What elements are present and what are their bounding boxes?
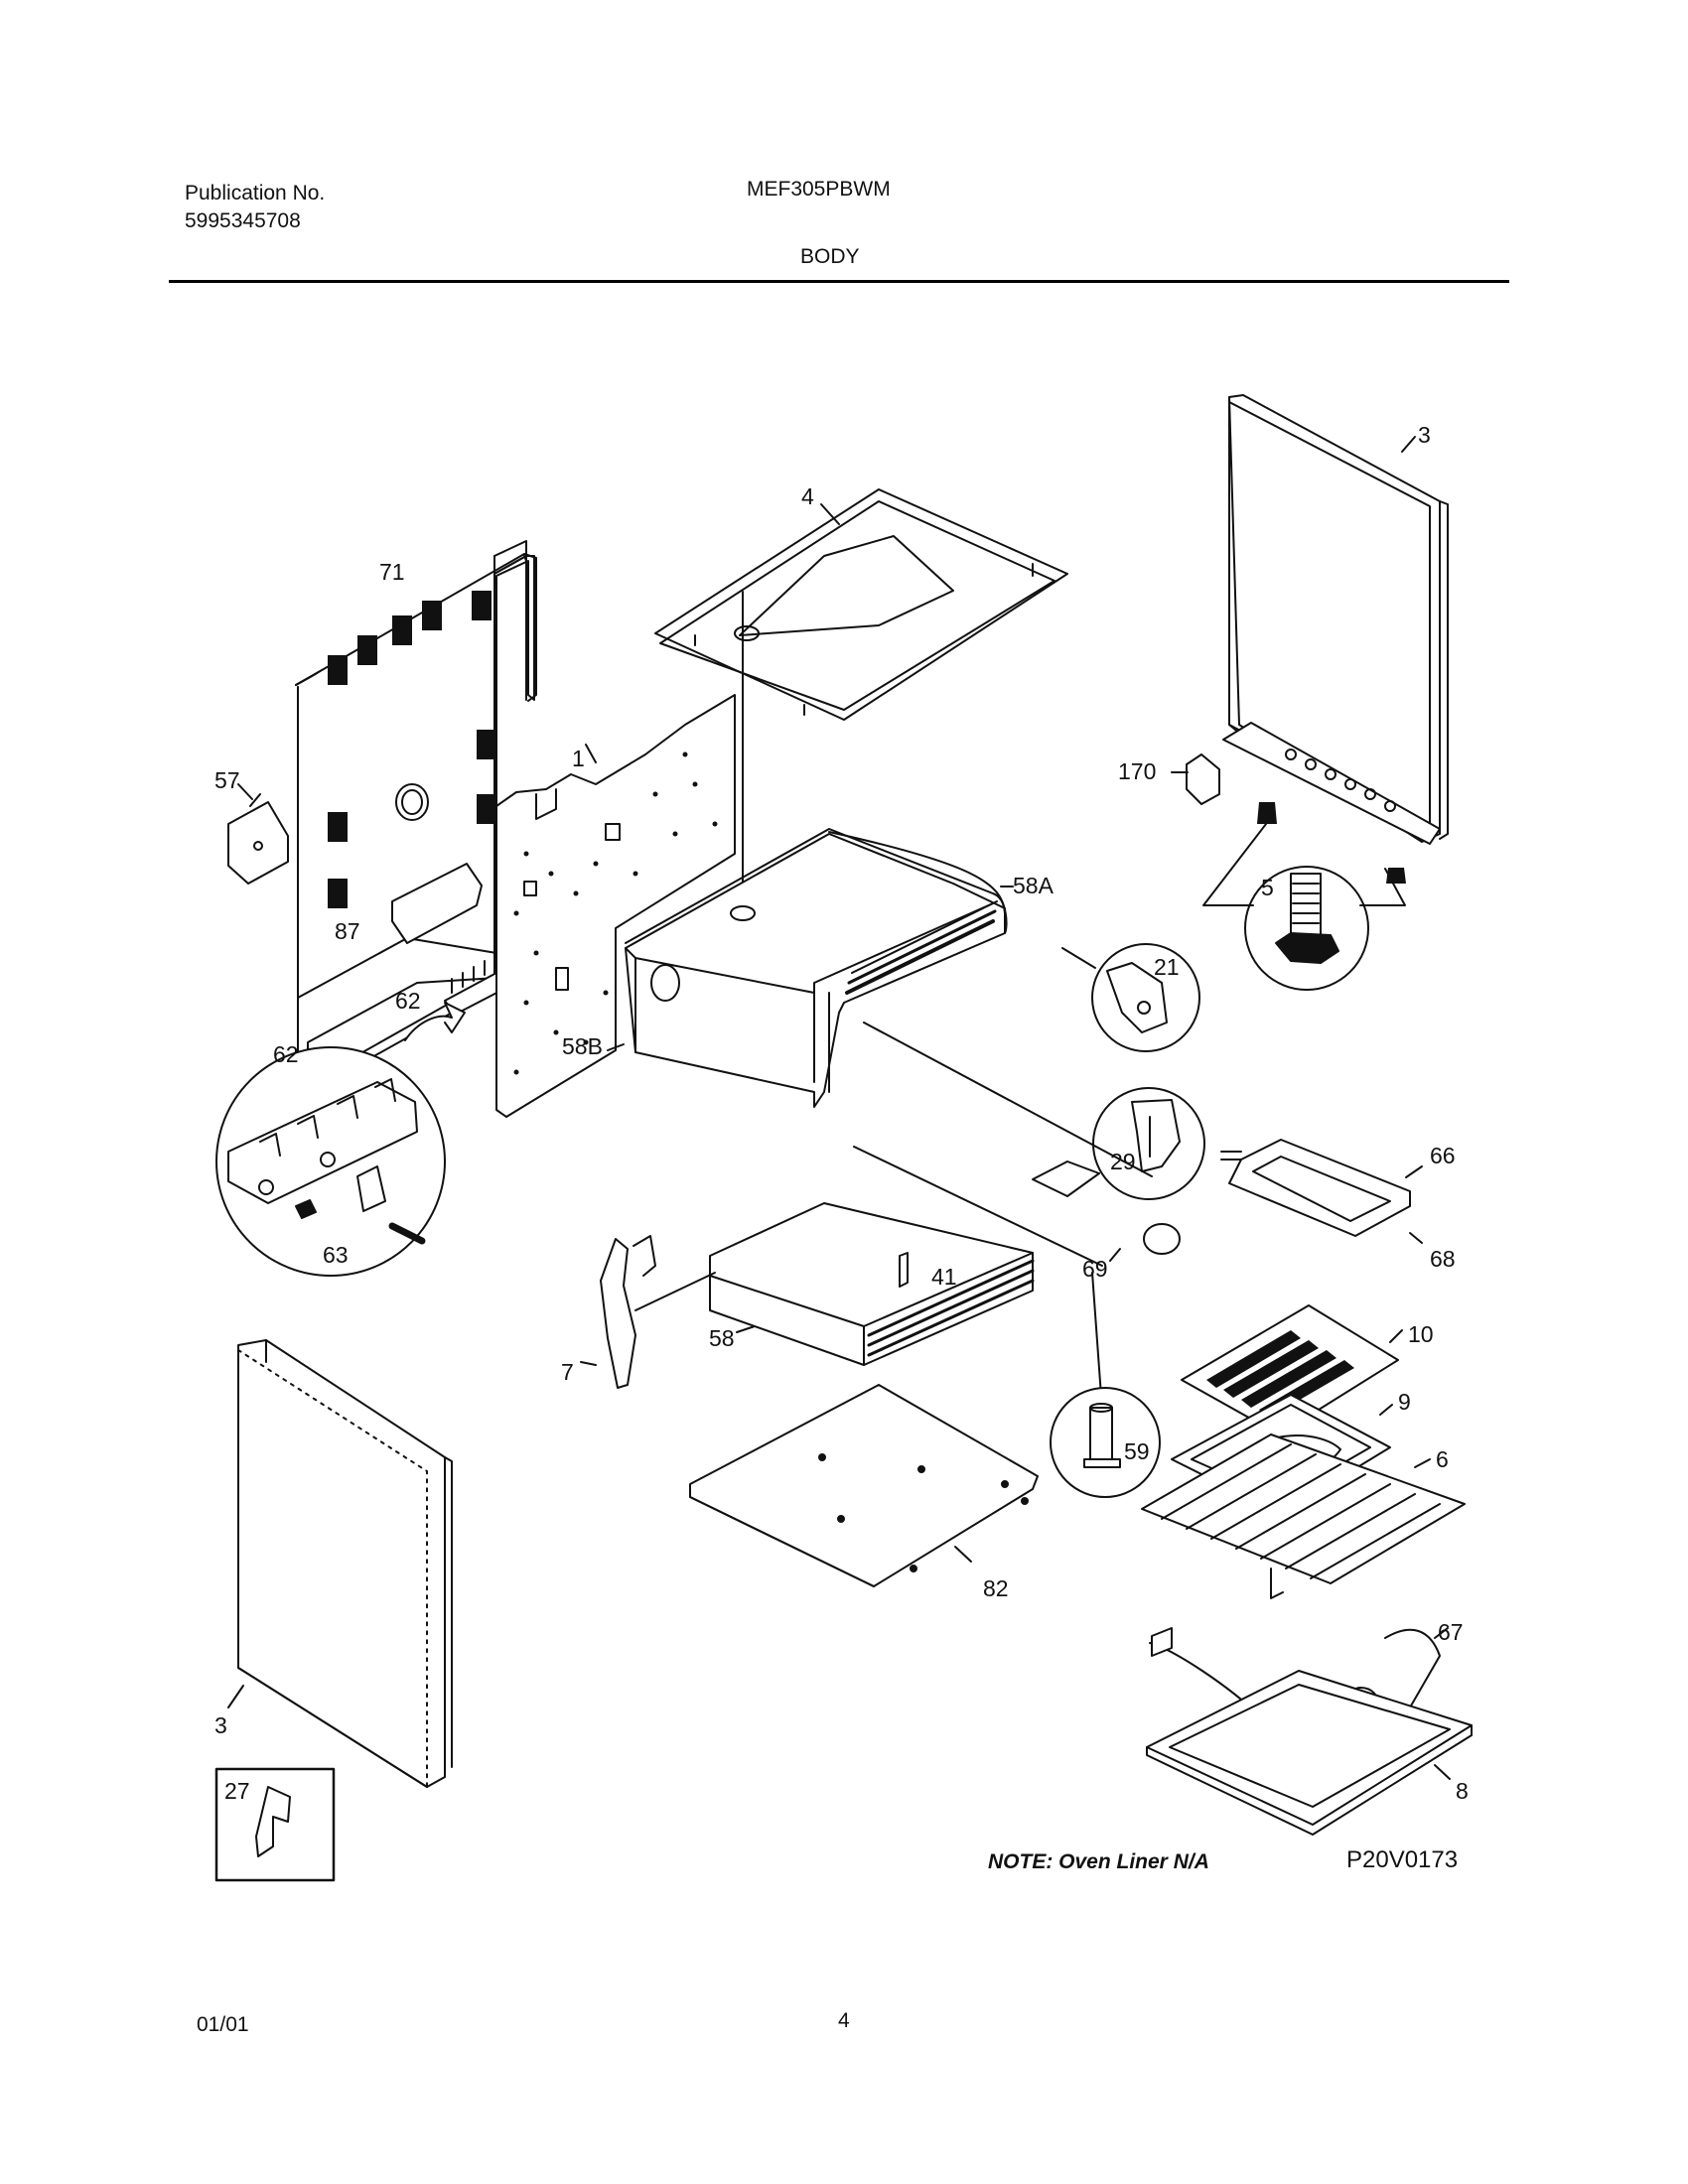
broiler-grid-10-part (1181, 1304, 1399, 1435)
footer-date: 01/01 (197, 2013, 249, 2036)
oven-insulation-58a-part (625, 828, 1008, 1108)
bracket-87-part (391, 863, 483, 944)
model-number: MEF305PBWM (747, 178, 891, 201)
oven-liner-note: NOTE: Oven Liner N/A (988, 1850, 1209, 1873)
hinge-7-part (600, 1235, 656, 1389)
side-panel-3-right-part (1222, 394, 1449, 845)
insulation-58-part (709, 1202, 1035, 1366)
top-panel-part (654, 488, 1068, 721)
detail-62-63-part (215, 1002, 466, 1277)
callout-87: 87 (335, 918, 360, 944)
bracket-41-part (899, 1252, 909, 1288)
callout-58: 58 (709, 1325, 735, 1351)
side-panel-3-left-part (237, 1339, 453, 1788)
side-panel-part (495, 694, 736, 1118)
callout-66: 66 (1430, 1143, 1456, 1168)
callout-71: 71 (379, 559, 405, 585)
bracket-57-part (227, 793, 289, 885)
section-title: BODY (800, 245, 860, 268)
detail-59-part (1050, 1387, 1161, 1498)
callout-41: 41 (931, 1264, 957, 1290)
callout-9: 9 (1398, 1389, 1411, 1415)
callout-21: 21 (1154, 954, 1180, 980)
callout-62-body: 62 (395, 988, 421, 1014)
detail-29-part (1032, 1087, 1205, 1200)
leveling-leg-5-part (1202, 823, 1406, 991)
detail-27-inset (214, 1767, 336, 1882)
callout-8: 8 (1456, 1778, 1469, 1804)
callout-5: 5 (1261, 875, 1274, 900)
leveler-feet (1257, 802, 1406, 884)
header-rule (169, 280, 1509, 283)
detail-21-part (1061, 943, 1200, 1052)
publication-number: 5995345708 (185, 209, 301, 232)
callout-1: 1 (572, 746, 585, 771)
broil-element-66-part (1220, 1139, 1411, 1237)
publication-label: Publication No. (185, 182, 326, 205)
bake-element-67-part (1149, 1627, 1441, 1727)
callout-170: 170 (1118, 758, 1156, 784)
callout-59: 59 (1124, 1438, 1150, 1464)
page-number: 4 (838, 2009, 850, 2032)
callout-4: 4 (801, 483, 814, 509)
callout-67: 67 (1438, 1619, 1464, 1645)
callout-7: 7 (561, 1359, 574, 1385)
back-panel-part (295, 540, 537, 1093)
callout-57: 57 (214, 767, 240, 793)
callout-3-left: 3 (214, 1712, 227, 1738)
callout-6: 6 (1436, 1446, 1449, 1472)
bracket-170-part (1171, 753, 1220, 805)
callout-68: 68 (1430, 1246, 1456, 1272)
callout-58a: 58A (1013, 873, 1055, 898)
callout-27: 27 (224, 1778, 250, 1804)
oven-bottom-8-part (1146, 1670, 1473, 1836)
oven-rack-6-part (1141, 1433, 1466, 1599)
bottom-panel-part (689, 1384, 1039, 1587)
light-69-part (1143, 1223, 1181, 1255)
callout-3-right: 3 (1418, 422, 1431, 448)
callout-58b: 58B (562, 1033, 603, 1059)
callout-82: 82 (983, 1575, 1009, 1601)
callout-63: 63 (323, 1242, 349, 1268)
figure-id: P20V0173 (1346, 1846, 1459, 1873)
callout-29: 29 (1110, 1149, 1136, 1174)
callout-62-detail: 62 (273, 1041, 299, 1067)
callout-10: 10 (1408, 1321, 1434, 1347)
callout-69: 69 (1082, 1256, 1108, 1282)
